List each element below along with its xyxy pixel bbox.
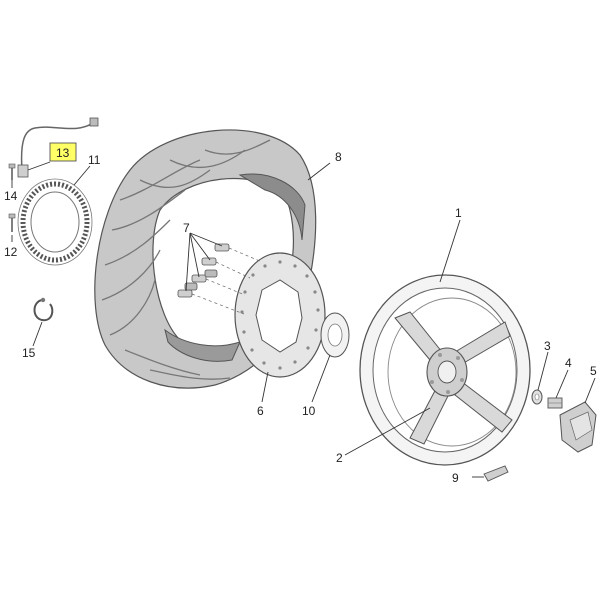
callout-labels: 1 2 3 4 5 6 7 8 9 10 11 12 13 14 15 [4,146,597,485]
callout-9: 9 [452,471,459,485]
speed-sensor-cable [17,117,99,178]
callout-6: 6 [257,404,264,418]
nut [547,397,563,409]
tire-valve [483,465,509,482]
callout-1: 1 [455,206,462,220]
screw-12 [8,213,16,232]
callout-11: 11 [88,153,101,167]
disc-bolts [177,243,263,315]
screw-14 [8,163,16,180]
callout-15: 15 [22,346,36,360]
callout-5: 5 [590,364,597,378]
callout-4: 4 [565,356,572,370]
callout-12: 12 [4,245,18,259]
callout-7: 7 [183,221,190,235]
callout-2: 2 [336,451,343,465]
callout-13: 13 [56,146,70,160]
bracket-cap [559,401,597,453]
spacer-ring [320,312,350,358]
circlip [33,297,54,322]
brake-disc [234,252,326,378]
washer [531,389,543,405]
leader-lines [11,161,596,478]
callout-10: 10 [302,404,316,418]
callout-14: 14 [4,189,18,203]
tone-ring [17,178,93,266]
callout-13-highlight [49,142,77,162]
callout-3: 3 [544,339,551,353]
callout-8: 8 [335,150,342,164]
wheel-rim [359,274,531,466]
